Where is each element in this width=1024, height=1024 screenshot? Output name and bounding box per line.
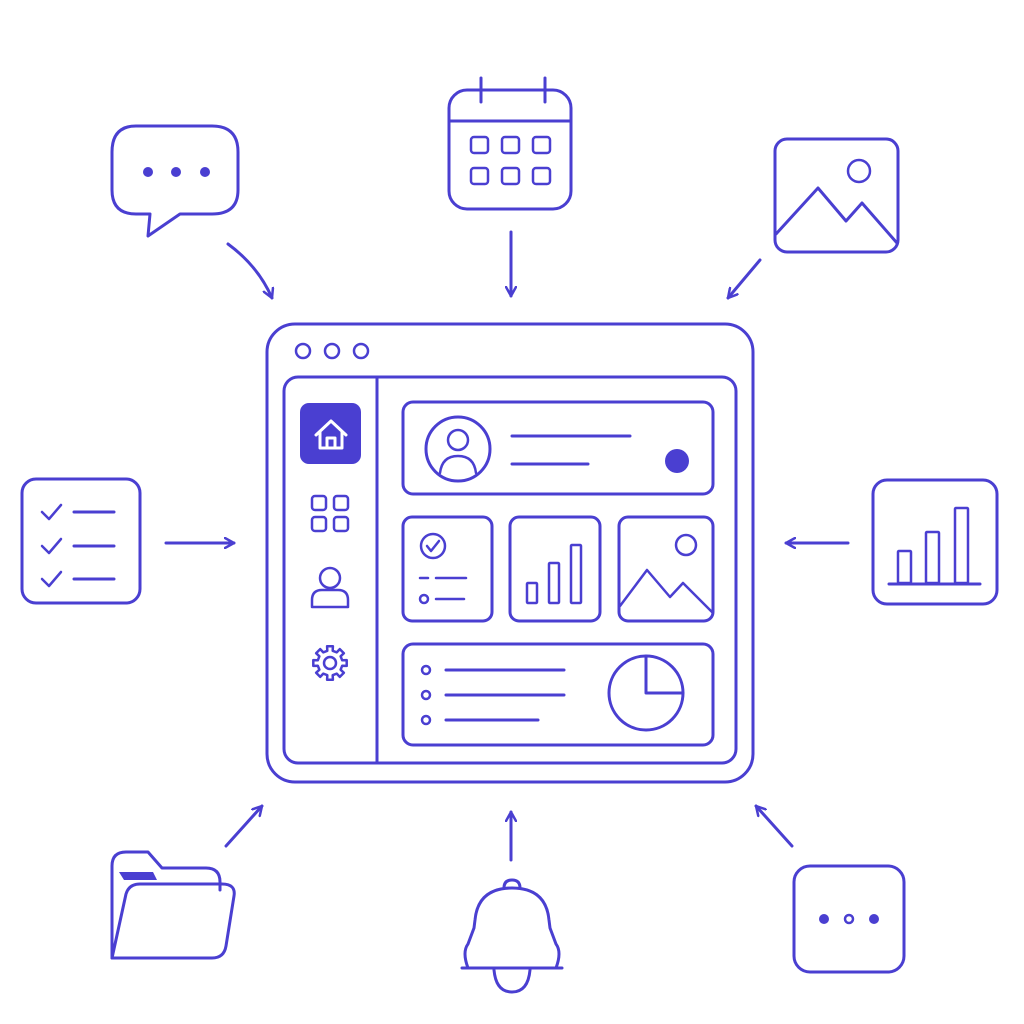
bell-satellite[interactable]	[460, 878, 564, 994]
connectors	[164, 230, 850, 862]
user-avatar-icon	[424, 415, 492, 483]
gear-icon	[312, 645, 348, 681]
window-controls	[294, 342, 370, 360]
arrow-more-to-hub	[754, 804, 794, 848]
folder-icon	[110, 850, 236, 960]
folder-satellite[interactable]	[110, 850, 236, 960]
sidebar-item-settings[interactable]	[312, 645, 348, 681]
calendar-icon	[447, 76, 573, 211]
user-icon	[310, 566, 350, 609]
checklist-satellite[interactable]	[20, 477, 142, 605]
profile-card[interactable]	[401, 400, 715, 496]
more-options-satellite[interactable]	[792, 864, 906, 974]
check-circle-icon	[419, 532, 447, 560]
chat-satellite[interactable]	[110, 124, 240, 238]
bell-icon	[460, 878, 564, 994]
grid-icon	[310, 494, 350, 533]
bar-chart-card[interactable]	[508, 515, 602, 623]
status-indicator	[665, 449, 689, 473]
bar-chart-satellite[interactable]	[871, 478, 999, 606]
sidebar-item-home-active	[300, 403, 361, 464]
pie-chart-icon	[607, 654, 685, 732]
home-icon	[314, 419, 348, 450]
task-card[interactable]	[401, 515, 494, 623]
summary-card[interactable]	[401, 642, 715, 747]
sidebar-item-profile[interactable]	[310, 566, 350, 609]
bar-chart-icon	[525, 543, 583, 605]
image-satellite[interactable]	[773, 137, 900, 254]
window-frame	[265, 322, 755, 784]
image-card[interactable]	[617, 515, 715, 623]
window-content	[282, 375, 738, 765]
image-icon	[773, 137, 900, 254]
chat-bubble-icon	[110, 124, 240, 238]
window-dot-3[interactable]	[352, 342, 370, 360]
calendar-satellite[interactable]	[447, 76, 573, 211]
arrow-chat-to-hub	[226, 242, 272, 300]
window-dot-2[interactable]	[323, 342, 341, 360]
bar-chart-icon	[871, 478, 999, 606]
arrow-image-to-hub	[726, 258, 762, 300]
sidebar-item-apps[interactable]	[310, 494, 350, 533]
window-dot-1[interactable]	[294, 342, 312, 360]
sidebar-item-home[interactable]	[300, 403, 361, 464]
arrow-folder-to-hub	[224, 804, 264, 848]
image-icon	[618, 533, 714, 614]
more-options-icon	[792, 864, 906, 974]
dashboard-window	[265, 322, 755, 784]
checklist-icon	[20, 477, 142, 605]
sidebar	[300, 403, 361, 681]
